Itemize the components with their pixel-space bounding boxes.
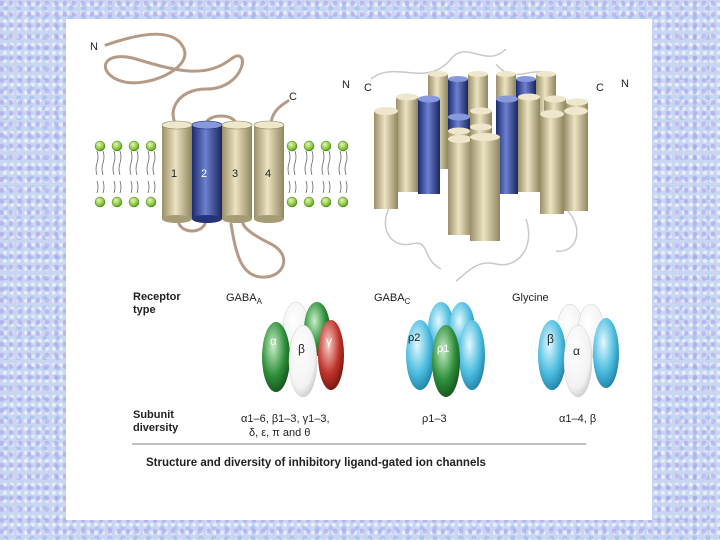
helix-number-1: 1 bbox=[171, 168, 177, 180]
row-label-type: type bbox=[133, 304, 156, 316]
n-terminus-label-3: N bbox=[621, 78, 629, 90]
row-label-diversity: diversity bbox=[133, 422, 179, 434]
row-label-receptor: Receptor bbox=[133, 291, 181, 303]
c-terminus-label-3: C bbox=[596, 82, 604, 94]
figure-panel: N C 1 2 3 4 bbox=[66, 19, 652, 520]
figure-caption: Structure and diversity of inhibitory li… bbox=[146, 457, 486, 469]
label-alpha-gaba-a: α bbox=[270, 334, 277, 348]
helix-number-3: 3 bbox=[232, 168, 238, 180]
figure-svg: N C 1 2 3 4 bbox=[66, 19, 652, 520]
label-rho2: ρ2 bbox=[408, 332, 420, 344]
subunit-beta-glycine bbox=[538, 320, 566, 390]
label-alpha-glycine: α bbox=[573, 344, 580, 358]
n-terminus-label: N bbox=[90, 41, 98, 53]
helix-number-4: 4 bbox=[265, 168, 271, 180]
n-terminal-chain bbox=[105, 34, 242, 127]
col-header-gaba-a: GABAA bbox=[226, 292, 263, 306]
row-label-subunit: Subunit bbox=[133, 409, 174, 421]
diversity-gaba-c: ρ1–3 bbox=[422, 413, 447, 425]
n-terminus-label-2: N bbox=[342, 79, 350, 91]
label-gamma: γ bbox=[326, 334, 332, 348]
col-header-gaba-c: GABAC bbox=[374, 292, 411, 306]
subunit-alpha-gaba-a bbox=[262, 322, 290, 392]
label-rho1: ρ1 bbox=[437, 343, 449, 355]
subunit-gamma bbox=[318, 320, 344, 390]
diversity-gaba-a-line1: α1–6, β1–3, γ1–3, bbox=[241, 413, 330, 425]
label-beta-gaba-a: β bbox=[298, 342, 305, 356]
pentamer-assembly bbox=[371, 49, 588, 281]
subunit-rho1 bbox=[432, 325, 460, 397]
subunit-alpha-glycine bbox=[564, 325, 592, 397]
diversity-glycine: α1–4, β bbox=[559, 413, 596, 425]
c-terminus-label: C bbox=[289, 91, 297, 103]
intracellular-loop bbox=[231, 217, 284, 277]
helix-number-2: 2 bbox=[201, 168, 207, 180]
c-terminus-label-2: C bbox=[364, 82, 372, 94]
diversity-gaba-a-line2: δ, ε, π and θ bbox=[249, 427, 310, 439]
subunit-beta-gaba-a bbox=[289, 325, 317, 397]
label-beta-glycine: β bbox=[547, 332, 554, 346]
col-header-glycine: Glycine bbox=[512, 292, 549, 304]
subunit-rho2 bbox=[406, 320, 434, 390]
